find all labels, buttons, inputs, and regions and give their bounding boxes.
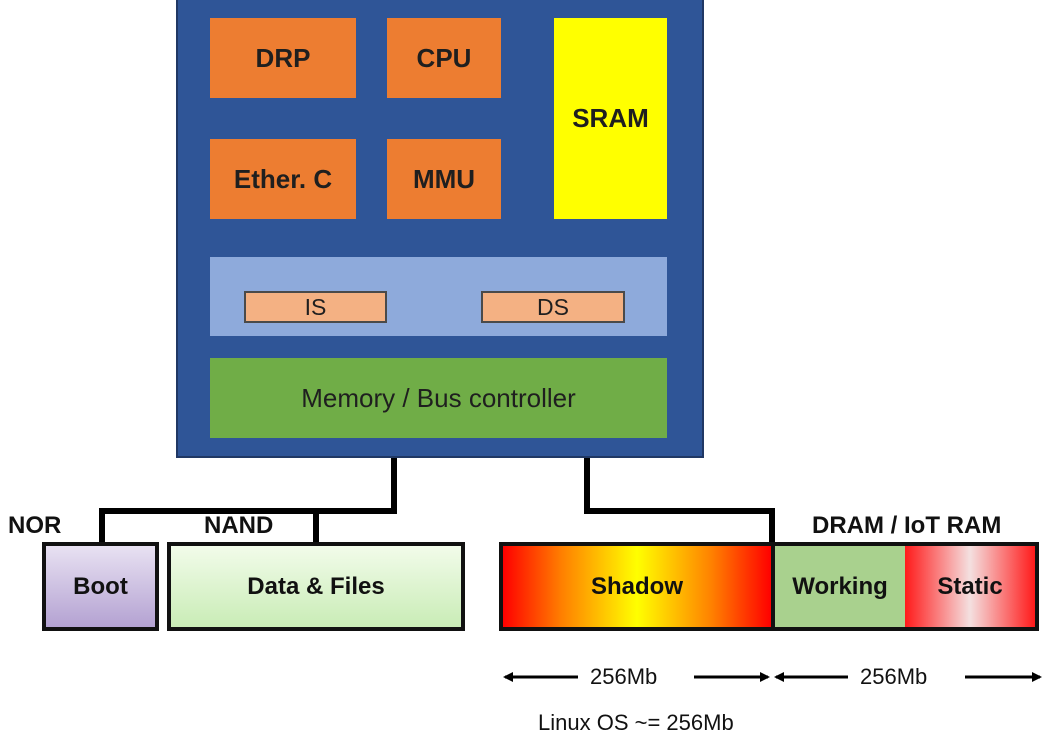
size-label-shadow: 256Mb xyxy=(590,664,658,689)
mmu-block: MMU xyxy=(387,139,501,219)
boot-nor-block: Boot xyxy=(42,542,159,631)
bus-wire-flash-horizontal xyxy=(99,508,397,514)
linux-os-size-label: Linux OS ~= 256Mb xyxy=(538,710,734,735)
dram-label: DRAM / IoT RAM xyxy=(812,512,1002,539)
bus-wire-dram-drop xyxy=(769,508,775,544)
data-cache: DS xyxy=(481,291,625,323)
nand-data-files-block: Data & Files xyxy=(167,542,465,631)
sram-block: SRAM xyxy=(554,18,667,219)
bus-wire-dram-horizontal xyxy=(584,508,775,514)
dram-divider xyxy=(771,546,775,627)
memory-bus-controller: Memory / Bus controller xyxy=(210,358,667,438)
nor-label: NOR xyxy=(8,512,62,539)
dram-block xyxy=(499,542,1039,631)
size-label-working-static: 256Mb xyxy=(860,664,928,689)
bus-wire-right-vertical xyxy=(584,458,590,514)
bus-wire-nor-drop xyxy=(99,508,105,544)
nand-label: NAND xyxy=(204,512,274,539)
instruction-cache: IS xyxy=(244,291,387,323)
bus-wire-nand-drop xyxy=(313,508,319,544)
working-region: Working xyxy=(775,546,905,627)
cpu-block: CPU xyxy=(387,18,501,98)
shadow-region: Shadow xyxy=(503,546,771,627)
static-region: Static xyxy=(905,546,1035,627)
ethernet-controller-block: Ether. C xyxy=(210,139,356,219)
drp-block: DRP xyxy=(210,18,356,98)
bus-wire-left-vertical xyxy=(391,458,397,514)
